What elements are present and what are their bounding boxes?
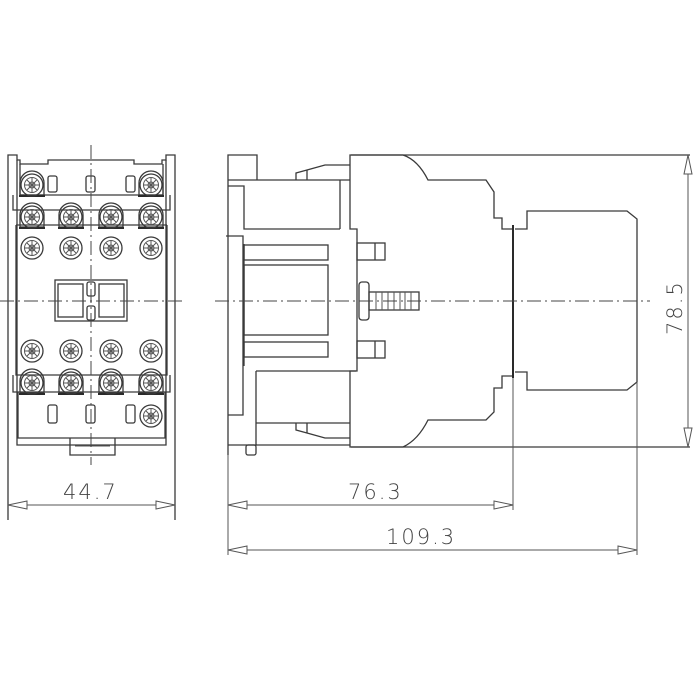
dimension-total-depth: 109.3 <box>227 382 638 555</box>
dim-label-width: 44.7 <box>63 480 118 504</box>
dimension-front-width: 44.7 <box>7 480 176 510</box>
front-view <box>0 145 185 520</box>
dimension-height: 78.5 <box>663 154 693 448</box>
dim-label-height: 78.5 <box>663 280 687 335</box>
dim-label-body-depth: 76.3 <box>348 480 403 504</box>
side-view <box>215 154 690 456</box>
dimension-body-depth: 76.3 <box>227 378 514 555</box>
dim-label-total-depth: 109.3 <box>386 525 456 549</box>
